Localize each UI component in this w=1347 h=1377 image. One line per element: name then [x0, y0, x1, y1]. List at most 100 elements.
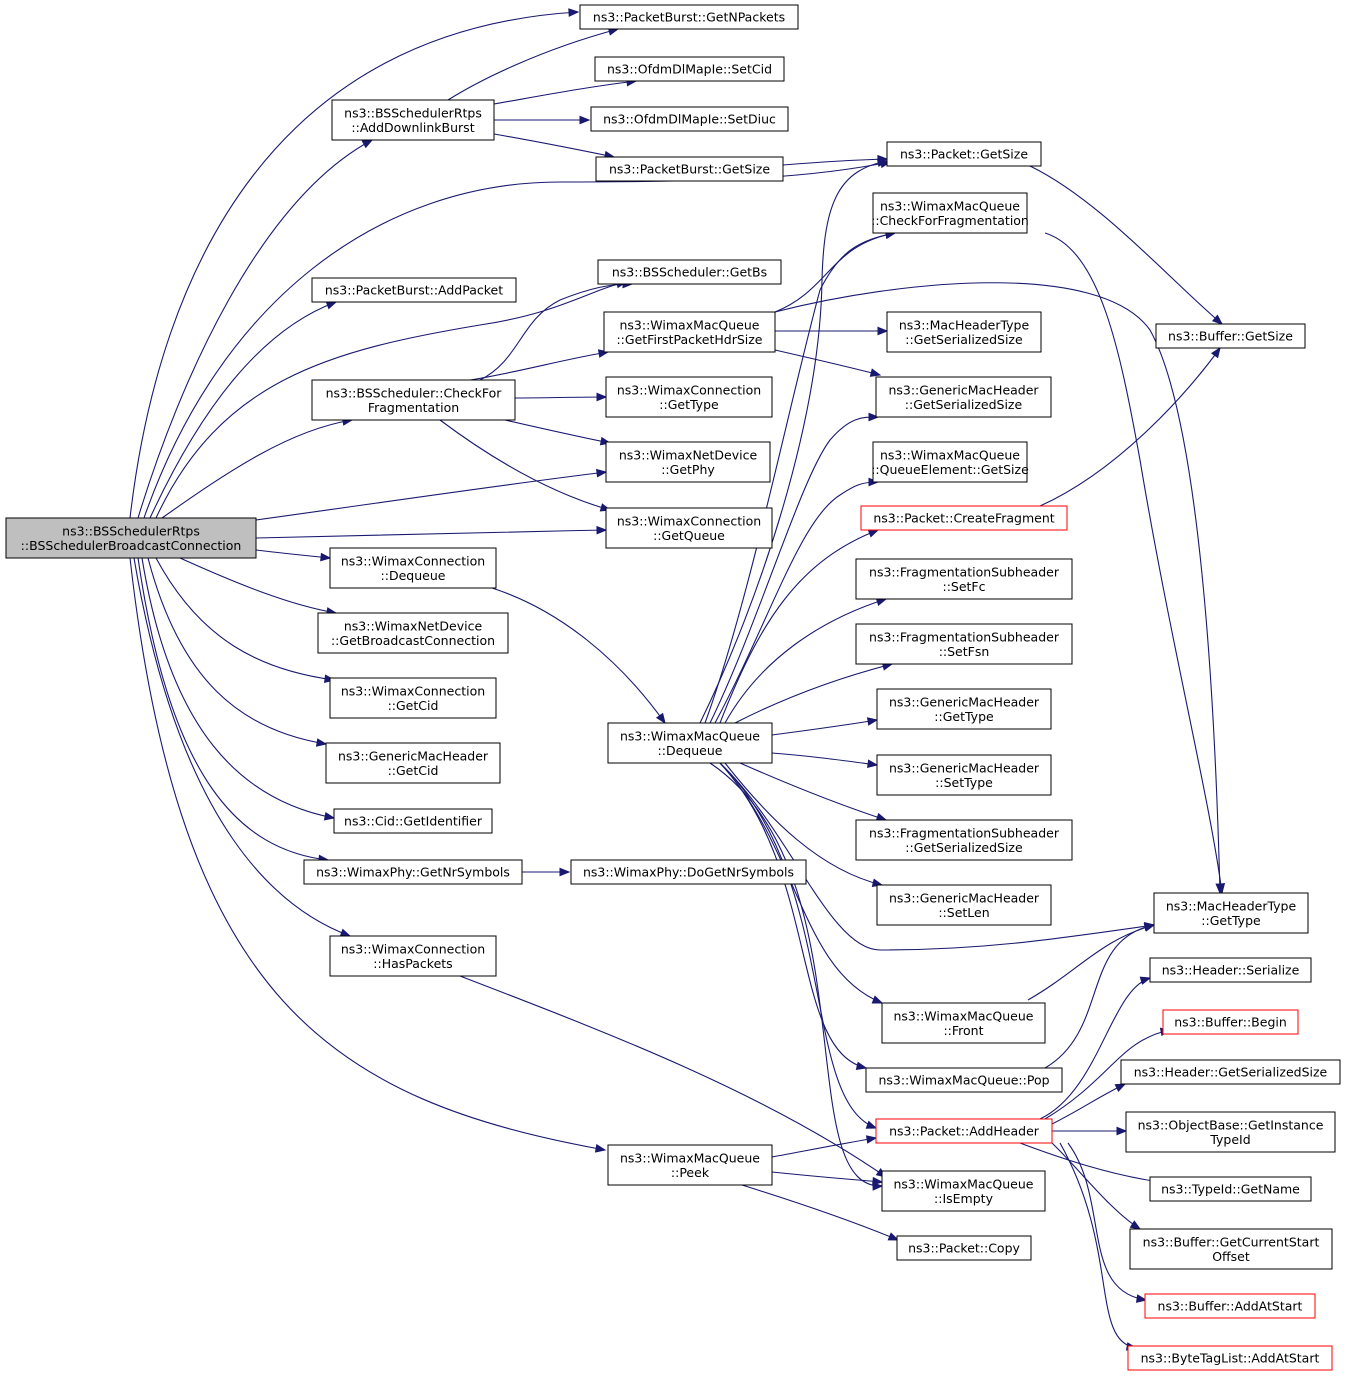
node-getphy[interactable]: ns3::WimaxNetDevice::GetPhy	[605, 441, 771, 483]
node-q-checkfrag[interactable]: ns3::WimaxMacQueue::CheckForFragmentatio…	[871, 192, 1029, 234]
node-gmh-settype[interactable]: ns3::GenericMacHeader::SetType	[876, 754, 1052, 796]
edge-arrowhead	[869, 368, 882, 377]
node-mht-getser[interactable]: ns3::MacHeaderType::GetSerializedSize	[886, 311, 1042, 353]
node-tid-getname[interactable]: ns3::TypeId::GetName	[1149, 1176, 1312, 1202]
edge-root-to-getnrsym	[137, 557, 330, 864]
node-gmh-gettype[interactable]: ns3::GenericMacHeader::GetType	[876, 688, 1052, 730]
edge-arrowhead	[865, 1135, 878, 1144]
node-q-dequeue[interactable]: ns3::WimaxMacQueue::Dequeue	[607, 722, 773, 764]
edge-arrowhead	[594, 1144, 607, 1153]
node-wc-gettype[interactable]: ns3::WimaxConnection::GetType	[605, 376, 773, 418]
node-label: ::GetSerializedSize	[905, 397, 1023, 412]
node-gmh-getser[interactable]: ns3::GenericMacHeader::GetSerializedSize	[875, 376, 1052, 418]
edge-line	[504, 419, 611, 444]
edge-root-to-getident	[141, 557, 336, 821]
node-label: ns3::WimaxConnection	[617, 513, 761, 528]
edge-root-to-wc-dequeue	[255, 549, 332, 562]
edges	[129, 8, 1226, 1351]
node-setcid[interactable]: ns3::OfdmDlMapIe::SetCid	[594, 56, 785, 82]
edge-pkt-getsize-to-buf-getsize	[1029, 165, 1224, 325]
node-buf-addstart[interactable]: ns3::Buffer::AddAtStart	[1144, 1293, 1316, 1319]
node-fs-getser[interactable]: ns3::FragmentationSubheader::GetSerializ…	[855, 819, 1073, 861]
node-root[interactable]: ns3::BSSchedulerRtps::BSSchedulerBroadca…	[5, 517, 257, 559]
edge-getfirstpkt-to-mht-getser	[775, 326, 889, 336]
edge-line	[782, 158, 888, 166]
node-buf-begin[interactable]: ns3::Buffer::Begin	[1162, 1009, 1299, 1035]
node-pb-getsize[interactable]: ns3::PacketBurst::GetSize	[595, 156, 784, 182]
node-buf-getsize[interactable]: ns3::Buffer::GetSize	[1155, 323, 1306, 349]
node-label: ::SetFc	[942, 579, 985, 594]
edge-line	[459, 975, 887, 1178]
edge-line	[1051, 1083, 1126, 1125]
edge-root-to-pkt-getsize	[143, 159, 892, 519]
node-box	[860, 505, 1068, 531]
edge-line	[514, 396, 607, 399]
node-getbs[interactable]: ns3::BSScheduler::GetBs	[597, 259, 782, 285]
node-wc-dequeue[interactable]: ns3::WimaxConnection::Dequeue	[329, 547, 497, 589]
edge-addheader-to-buf-getcur	[1051, 1142, 1142, 1230]
node-fs-setfsn[interactable]: ns3::FragmentationSubheader::SetFsn	[855, 623, 1073, 665]
edge-arrowhead	[867, 759, 879, 769]
node-getfirstpkt[interactable]: ns3::WimaxMacQueue::GetFirstPacketHdrSiz…	[603, 311, 776, 353]
node-createfrag[interactable]: ns3::Packet::CreateFragment	[860, 505, 1068, 531]
node-mht-gettype[interactable]: ns3::MacHeaderType::GetType	[1153, 892, 1309, 934]
node-getbcast[interactable]: ns3::WimaxNetDevice::GetBroadcastConnect…	[317, 612, 509, 654]
node-getnrsym[interactable]: ns3::WimaxPhy::GetNrSymbols	[303, 859, 523, 885]
node-label: ns3::GenericMacHeader	[889, 890, 1040, 905]
node-q-peek[interactable]: ns3::WimaxMacQueue::Peek	[607, 1144, 773, 1186]
node-label: ns3::WimaxMacQueue	[620, 728, 760, 743]
node-box	[603, 311, 776, 353]
edge-line	[734, 663, 893, 724]
node-box	[855, 819, 1073, 861]
edge-root-to-getbcast	[179, 557, 338, 616]
node-haspackets[interactable]: ns3::WimaxConnection::HasPackets	[329, 935, 497, 977]
node-box	[1120, 1059, 1341, 1085]
node-box	[872, 441, 1028, 483]
node-q-front[interactable]: ns3::WimaxMacQueue::Front	[881, 1002, 1046, 1044]
node-label: ::CheckForFragmentation	[871, 213, 1029, 228]
node-pkt-copy[interactable]: ns3::Packet::Copy	[896, 1235, 1032, 1261]
edge-line	[1067, 1142, 1147, 1301]
node-fs-setfc[interactable]: ns3::FragmentationSubheader::SetFc	[855, 558, 1073, 600]
node-hdr-serialize[interactable]: ns3::Header::Serialize	[1149, 957, 1312, 983]
node-label: ns3::Packet::CreateFragment	[873, 511, 1054, 526]
edge-root-to-addpacket	[149, 301, 338, 519]
node-box	[333, 808, 493, 834]
node-pkt-getsize[interactable]: ns3::Packet::GetSize	[886, 141, 1042, 167]
node-getqueue[interactable]: ns3::WimaxConnection::GetQueue	[605, 507, 773, 549]
node-box	[1155, 323, 1306, 349]
node-hdr-getser[interactable]: ns3::Header::GetSerializedSize	[1120, 1059, 1341, 1085]
node-label: ns3::Buffer::GetCurrentStart	[1143, 1234, 1320, 1249]
node-q-pop[interactable]: ns3::WimaxMacQueue::Pop	[865, 1067, 1063, 1093]
node-setdiuc[interactable]: ns3::OfdmDlMapIe::SetDiuc	[590, 106, 789, 132]
node-box	[579, 4, 799, 30]
node-getnpackets[interactable]: ns3::PacketBurst::GetNPackets	[579, 4, 799, 30]
node-q-isempty[interactable]: ns3::WimaxMacQueue::IsEmpty	[881, 1170, 1046, 1212]
node-gmh-setlen[interactable]: ns3::GenericMacHeader::SetLen	[876, 884, 1052, 926]
edge-line	[741, 1184, 899, 1241]
edge-q-pop-to-mht-gettype	[1044, 922, 1156, 1069]
edge-line	[771, 1137, 877, 1158]
node-gmh-getcid[interactable]: ns3::GenericMacHeader::GetCid	[325, 742, 501, 784]
node-addpacket[interactable]: ns3::PacketBurst::AddPacket	[311, 277, 517, 303]
node-qe-getsize[interactable]: ns3::WimaxMacQueue::QueueElement::GetSiz…	[871, 441, 1029, 483]
node-label: ns3::WimaxConnection	[341, 683, 485, 698]
node-addheader[interactable]: ns3::Packet::AddHeader	[875, 1118, 1053, 1144]
node-label: ::GetSerializedSize	[905, 840, 1023, 855]
edge-line	[147, 557, 327, 745]
node-addlinkburst[interactable]: ns3::BSSchedulerRtps::AddDownlinkBurst	[331, 99, 495, 141]
edge-line	[719, 762, 1155, 951]
node-box	[1125, 1111, 1336, 1153]
node-dogetnrsym[interactable]: ns3::WimaxPhy::DoGetNrSymbols	[570, 859, 807, 885]
edge-line	[255, 549, 331, 559]
edge-line	[493, 133, 615, 158]
node-getident[interactable]: ns3::Cid::GetIdentifier	[333, 808, 493, 834]
node-checkforfrag[interactable]: ns3::BSScheduler::CheckForFragmentation	[311, 379, 516, 421]
node-btl-addstart[interactable]: ns3::ByteTagList::AddAtStart	[1127, 1345, 1333, 1371]
node-box	[865, 1067, 1063, 1093]
edge-arrowhead	[1216, 883, 1226, 895]
node-wc-getcid[interactable]: ns3::WimaxConnection::GetCid	[329, 677, 497, 719]
node-box	[325, 742, 501, 784]
